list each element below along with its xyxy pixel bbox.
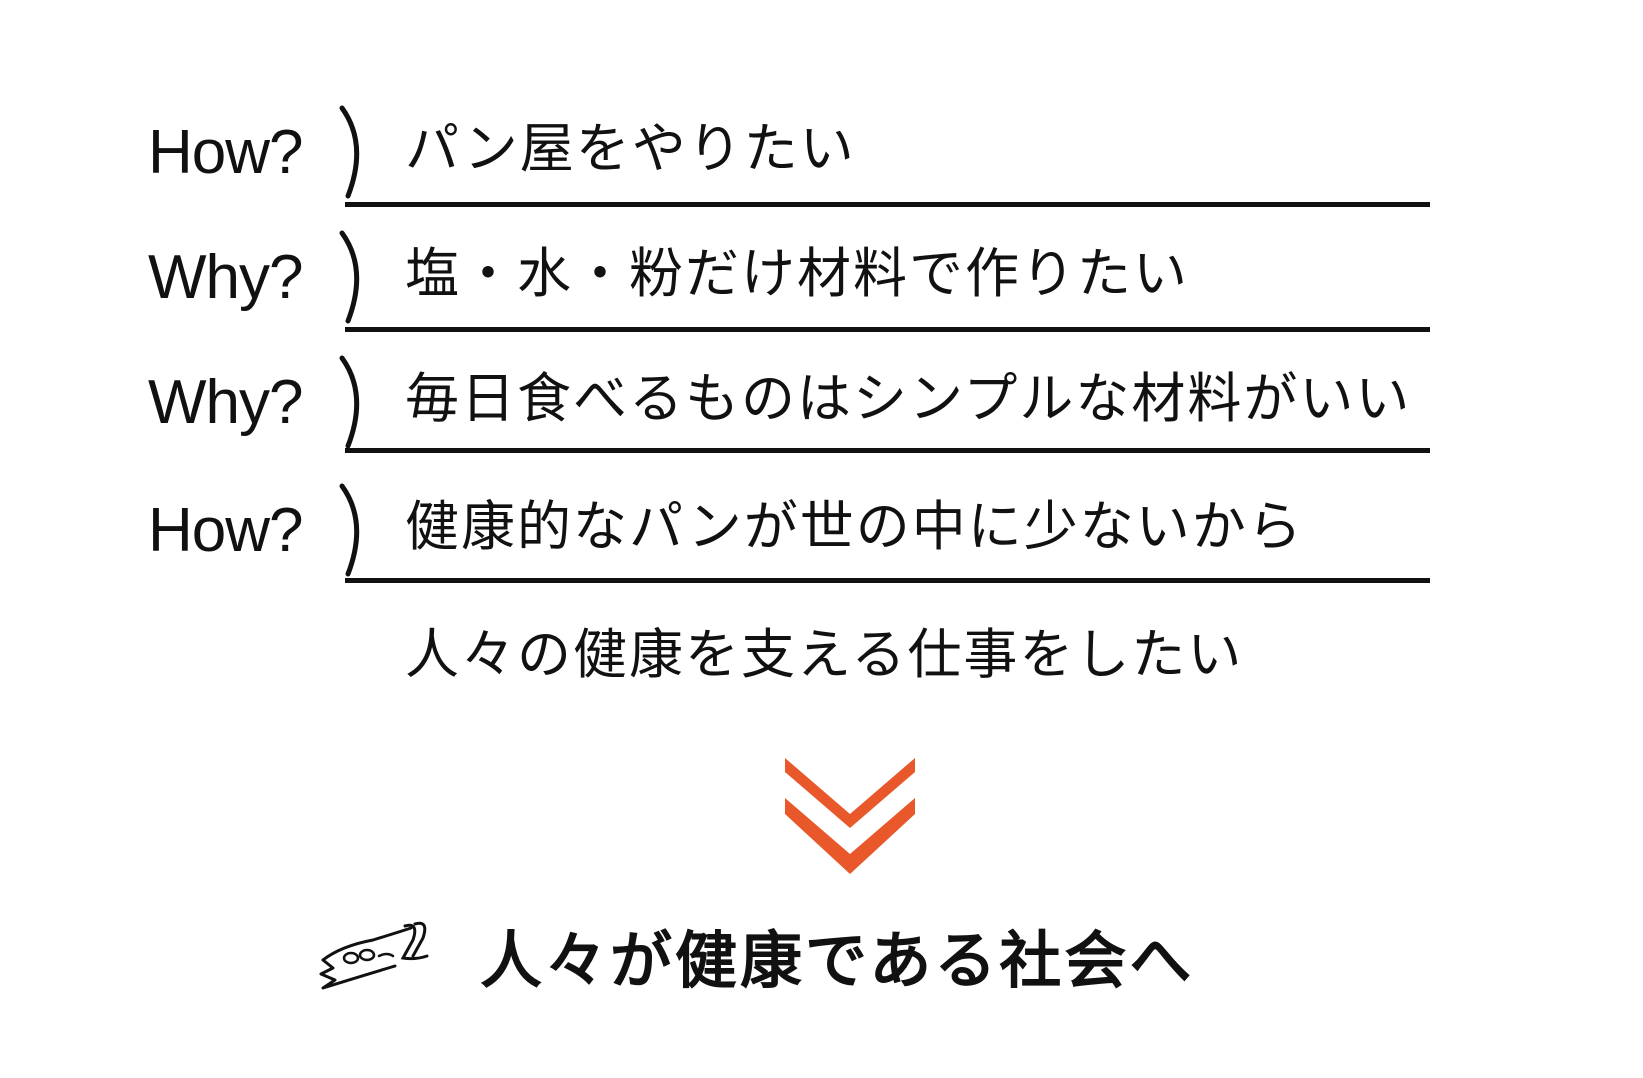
doodle-character-icon: [319, 921, 429, 990]
row-label: How?: [148, 496, 304, 565]
curved-bracket-icon: [339, 230, 360, 324]
row-text: 毎日食べるものはシンプルな材料がいい: [405, 367, 1412, 430]
row-label: Why?: [148, 243, 303, 312]
curved-bracket-icon: [339, 483, 360, 577]
curved-bracket-icon: [339, 105, 360, 199]
underline-divider: [345, 578, 1430, 583]
row-text: パン屋をやりたい: [405, 117, 856, 180]
reason-row-4: How? 健康的なパンが世の中に少ないから: [0, 483, 1643, 620]
row-label: How?: [148, 118, 304, 187]
row-label: Why?: [148, 368, 303, 437]
row-text: 健康的なパンが世の中に少ないから: [405, 495, 1304, 558]
reason-row-2: Why? 塩・水・粉だけ材料で作りたい: [0, 230, 1643, 367]
underline-divider: [345, 327, 1430, 332]
goal-text: 人々が健康である社会へ: [480, 924, 1195, 997]
row-text: 塩・水・粉だけ材料で作りたい: [405, 242, 1189, 305]
reason-row-3: Why? 毎日食べるものはシンプルな材料がいい: [0, 355, 1643, 492]
conclusion-text: 人々の健康を支える仕事をしたい: [405, 623, 1244, 686]
underline-divider: [345, 448, 1430, 453]
reason-row-1: How? パン屋をやりたい: [0, 105, 1643, 242]
curved-bracket-icon: [339, 355, 360, 449]
underline-divider: [345, 202, 1430, 207]
double-chevron-down-icon: [785, 758, 915, 874]
